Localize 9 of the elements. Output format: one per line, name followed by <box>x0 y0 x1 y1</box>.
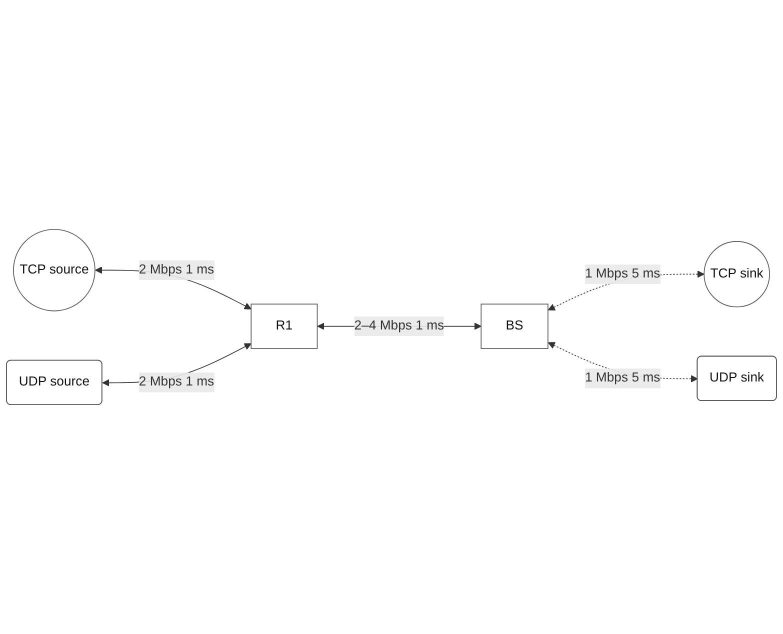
edge-label: 1 Mbps 5 ms <box>584 266 660 281</box>
edge-label: 2 Mbps 1 ms <box>138 262 214 277</box>
node-box: BS <box>480 304 548 349</box>
node-box: R1 <box>250 304 318 349</box>
node-circle: TCP sink <box>704 241 770 308</box>
edge-label: 1 Mbps 5 ms <box>584 370 660 385</box>
edge-label: 2–4 Mbps 1 ms <box>354 318 444 333</box>
edge-label: 2 Mbps 1 ms <box>138 375 214 389</box>
node-circle: TCP source <box>13 228 96 312</box>
